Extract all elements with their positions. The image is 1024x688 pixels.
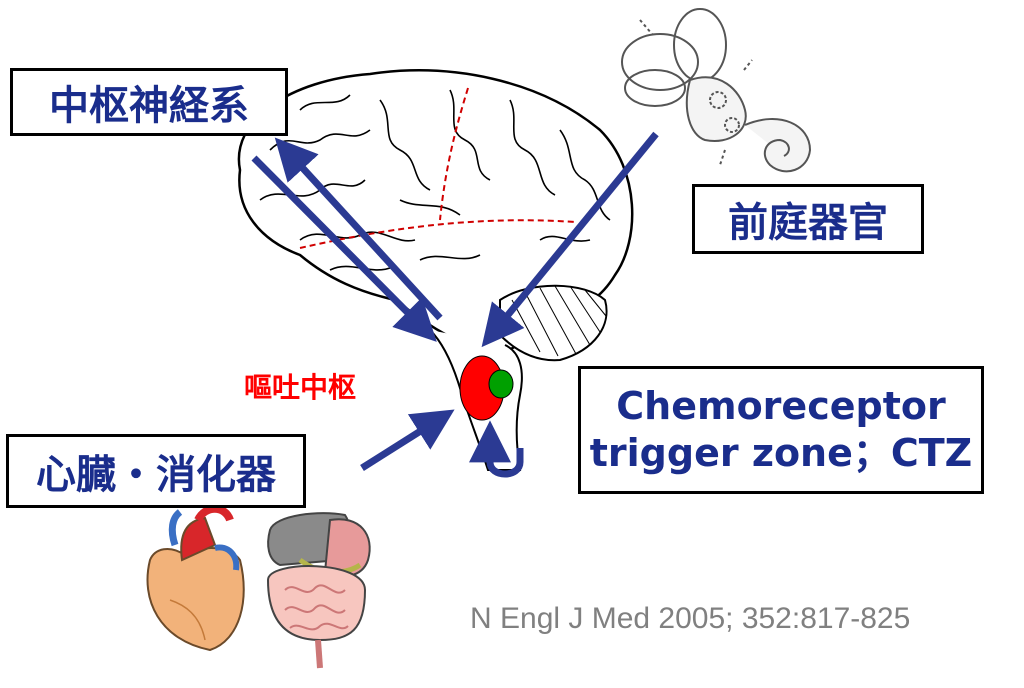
digestive-organs-illustration	[266, 512, 371, 669]
cerebellum	[499, 284, 608, 362]
inner-ear-illustration	[621, 8, 812, 173]
cns-label-box: 中枢神経系	[10, 68, 288, 136]
vestibular-label-box: 前庭器官	[692, 184, 924, 254]
ctz-label-line1: Chemoreceptor	[616, 383, 946, 428]
cns-label: 中枢神経系	[49, 83, 249, 129]
ctz-label-box: Chemoreceptor trigger zone；CTZ	[578, 366, 984, 494]
arrow-from-cns	[251, 155, 437, 342]
heart-gi-label-box: 心臓・消化器	[6, 434, 306, 508]
arrow-from-heart-gi	[360, 409, 455, 471]
brain-illustration	[237, 69, 634, 471]
heart-illustration	[146, 504, 245, 652]
arrow-to-cns	[274, 137, 443, 321]
citation: N Engl J Med 2005; 352:817-825	[470, 602, 911, 635]
ctz-dot	[488, 369, 514, 399]
arrows	[251, 131, 659, 478]
vestibular-label: 前庭器官	[728, 200, 888, 246]
ctz-label-line2: trigger zone；CTZ	[589, 431, 973, 475]
brain-dashed-lines	[299, 87, 576, 249]
vomiting-center-label: 嘔吐中枢	[244, 371, 357, 404]
heart-gi-label: 心臓・消化器	[36, 452, 276, 498]
arrow-ctz-to-center	[469, 420, 524, 478]
arrow-from-vestibular	[481, 131, 659, 348]
